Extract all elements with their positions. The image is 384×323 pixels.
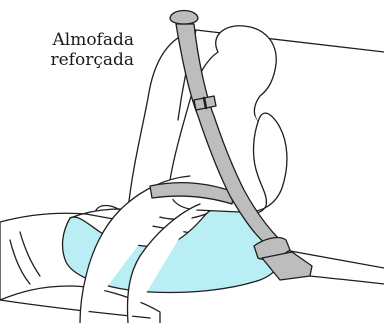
lap-belt	[149, 181, 235, 205]
child-head	[215, 25, 277, 123]
label-line-1: Almofada	[52, 30, 134, 50]
booster-cushion-label: Almofada reforçada	[0, 30, 134, 70]
child-knee	[95, 204, 121, 211]
label-line-2: reforçada	[50, 50, 134, 70]
belt-guide-divider	[202, 96, 208, 110]
seat-bottom-front	[0, 285, 161, 323]
belt-anchor	[169, 9, 199, 25]
seat-crease	[9, 231, 41, 285]
buckle-tongue	[261, 251, 313, 281]
